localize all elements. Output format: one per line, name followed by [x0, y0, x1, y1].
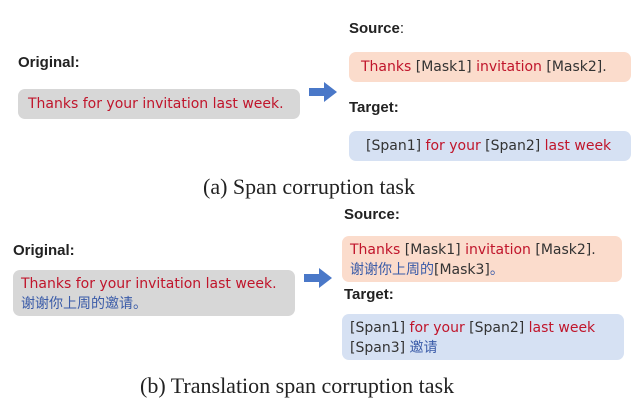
- text-token: [Span1]: [350, 320, 410, 336]
- text-token: [Span2]: [469, 320, 529, 336]
- caption-a: (a) Span corruption task: [203, 174, 415, 199]
- text-token: [Span3]: [350, 340, 410, 356]
- text-token: [Span1]: [366, 138, 426, 154]
- source-label-b: Source:: [344, 206, 400, 223]
- original-line-zh: 谢谢你上周的邀请。: [21, 296, 147, 312]
- text-token: last week: [528, 320, 596, 336]
- caption-b: (b) Translation span corruption task: [140, 373, 455, 398]
- target-line-2: [Span3] 邀请: [350, 338, 624, 358]
- text-token: [Mask3]: [434, 262, 490, 278]
- target-label-b: Target:: [344, 286, 394, 303]
- right-arrow-icon: [309, 82, 337, 102]
- target-line-1: [Span1] for your [Span2] last week: [350, 318, 624, 338]
- source-label-a: Source:: [349, 20, 404, 37]
- text-token: 。: [489, 262, 504, 278]
- text-token: last week: [544, 138, 612, 154]
- text-token: Thanks: [361, 59, 416, 75]
- source-line-en: Thanks [Mask1] invitation [Mask2].: [350, 240, 622, 260]
- source-box-b: Thanks [Mask1] invitation [Mask2]. 谢谢你上周…: [342, 236, 622, 282]
- text-token: invitation: [476, 59, 547, 75]
- original-box-b: Thanks for your invitation last week. 谢谢…: [13, 270, 295, 316]
- text-token: [Mask1]: [404, 242, 466, 258]
- original-line-en: Thanks for your invitation last week.: [21, 276, 277, 292]
- text-token: for your: [409, 320, 470, 336]
- target-label-a: Target:: [349, 99, 399, 116]
- text-token: [Span2]: [485, 138, 545, 154]
- source-label-a-text: Source: [349, 20, 400, 37]
- original-label-a: Original:: [18, 54, 80, 71]
- text-token: [Mask2].: [546, 59, 607, 75]
- text-token: for your: [425, 138, 486, 154]
- source-box-a: Thanks [Mask1] invitation [Mask2].: [349, 52, 631, 82]
- target-box-b: [Span1] for your [Span2] last week [Span…: [342, 314, 624, 360]
- text-token: 谢谢你上周的: [350, 262, 434, 278]
- text-token: Thanks: [350, 242, 405, 258]
- text-token: [Mask1]: [415, 59, 477, 75]
- original-label-b: Original:: [13, 242, 75, 259]
- original-box-a: Thanks for your invitation last week.: [18, 89, 300, 119]
- text-token: [Mask2].: [535, 242, 596, 258]
- source-line-zh: 谢谢你上周的[Mask3]。: [350, 260, 622, 280]
- source-label-a-colon: :: [399, 20, 405, 37]
- text-token: invitation: [465, 242, 536, 258]
- right-arrow-icon: [304, 268, 332, 288]
- target-box-a: [Span1] for your [Span2] last week: [349, 131, 631, 161]
- text-token: 邀请: [409, 340, 438, 356]
